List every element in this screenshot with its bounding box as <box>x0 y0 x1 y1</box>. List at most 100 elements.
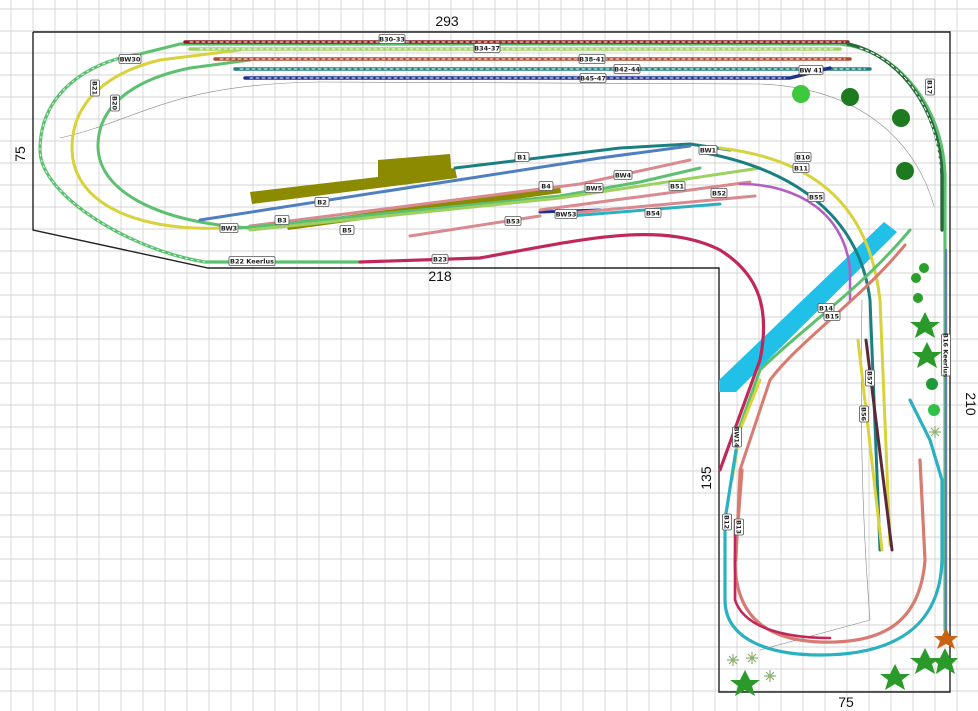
svg-text:BW30: BW30 <box>120 55 141 63</box>
guide-line-top <box>59 81 935 207</box>
label-b21: B21 <box>90 79 100 97</box>
label-b45-47: B45-47 <box>579 73 607 83</box>
bush-icon <box>911 263 940 416</box>
label-b13: B13 <box>734 518 744 536</box>
label-bw41: BW 41 <box>798 65 824 75</box>
svg-text:B20: B20 <box>111 96 119 110</box>
track-b52 <box>558 194 757 216</box>
label-b16: B16 Keerlus <box>941 333 951 377</box>
svg-text:B34-37: B34-37 <box>474 44 500 52</box>
track-b17-ties <box>859 47 941 171</box>
label-b42-44: B42-44 <box>613 64 641 74</box>
track-b13-loop <box>733 458 927 644</box>
tree-icon <box>896 162 914 180</box>
label-b10: B10 <box>794 152 812 162</box>
label-b15: B15 <box>823 311 841 321</box>
svg-text:B3: B3 <box>277 216 286 224</box>
track-b2 <box>198 144 692 222</box>
track-outer-loop-ties <box>39 53 206 263</box>
label-bw3: BW3 <box>219 223 239 233</box>
tree-icon <box>892 109 910 127</box>
label-bw14: BW14 <box>732 427 742 448</box>
svg-text:BW 41: BW 41 <box>799 66 823 74</box>
svg-text:BW14: BW14 <box>733 427 741 448</box>
dimension-bottom-width: 75 <box>838 694 854 710</box>
label-b11: B11 <box>792 163 810 173</box>
track-b11 <box>698 150 882 552</box>
svg-text:B11: B11 <box>794 164 808 172</box>
label-b3: B3 <box>274 215 290 225</box>
svg-text:B54: B54 <box>646 209 660 217</box>
svg-text:B16 Keerlus: B16 Keerlus <box>942 333 950 377</box>
platform-main <box>250 168 457 204</box>
label-b30-33: B30-33 <box>378 34 406 44</box>
svg-text:B12: B12 <box>723 515 731 529</box>
svg-text:B14: B14 <box>819 304 833 312</box>
svg-text:B53: B53 <box>506 217 520 225</box>
label-b56: B56 <box>859 405 869 423</box>
board-outline <box>32 31 951 693</box>
river <box>719 222 897 392</box>
svg-text:B13: B13 <box>735 520 743 534</box>
label-b34-37: B34-37 <box>473 43 501 53</box>
svg-text:B30-33: B30-33 <box>379 35 405 43</box>
track-second-loop <box>70 48 242 230</box>
label-b38-41: B38-41 <box>578 54 606 64</box>
svg-text:BW5: BW5 <box>586 184 603 192</box>
track-b5 <box>248 166 762 232</box>
dimension-left-depth: 75 <box>12 146 28 162</box>
fern-icon <box>727 426 941 682</box>
svg-text:B56: B56 <box>860 407 868 421</box>
label-b1: B1 <box>514 152 530 162</box>
tree-icon <box>841 88 859 106</box>
svg-text:B57: B57 <box>866 371 874 385</box>
track-b23 <box>358 233 766 472</box>
label-b51: B51 <box>668 181 686 191</box>
svg-text:B4: B4 <box>541 182 551 190</box>
svg-text:B5: B5 <box>342 226 352 234</box>
svg-text:B55: B55 <box>809 193 823 201</box>
label-b20: B20 <box>110 94 120 112</box>
guide-line-right <box>759 299 871 651</box>
track-b12-loop <box>723 398 944 657</box>
track-third-loop <box>96 58 252 230</box>
svg-text:BW4: BW4 <box>615 171 632 179</box>
svg-text:B42-44: B42-44 <box>614 65 640 73</box>
autumn-tree-icon <box>934 628 958 649</box>
label-b5: B5 <box>339 225 355 235</box>
track-b55 <box>738 182 852 302</box>
svg-text:B38-41: B38-41 <box>579 55 605 63</box>
track-b13-inner <box>733 518 832 640</box>
svg-text:B22 Keerlus: B22 Keerlus <box>230 257 274 265</box>
svg-text:B52: B52 <box>712 189 726 197</box>
svg-text:B17: B17 <box>926 80 934 94</box>
svg-text:BW1: BW1 <box>700 146 717 154</box>
svg-text:B51: B51 <box>670 182 684 190</box>
palm-icon <box>730 312 958 696</box>
label-b52: B52 <box>710 188 728 198</box>
dimension-top-width: 293 <box>435 13 459 29</box>
svg-text:B10: B10 <box>796 153 810 161</box>
svg-text:B21: B21 <box>91 81 99 95</box>
svg-text:B23: B23 <box>433 255 447 263</box>
track-b4 <box>248 158 692 228</box>
label-bw1: BW1 <box>698 145 718 155</box>
label-bw4: BW4 <box>613 170 633 180</box>
dimension-inner-height: 135 <box>698 466 714 490</box>
svg-text:B2: B2 <box>317 198 326 206</box>
label-b22: B22 Keerlus <box>228 256 276 266</box>
tree-icon <box>792 85 810 103</box>
label-b53: B53 <box>504 216 522 226</box>
svg-text:BW53: BW53 <box>556 210 577 218</box>
track-b51 <box>538 180 752 212</box>
label-b4: B4 <box>538 181 554 191</box>
label-bw5: BW5 <box>584 183 604 193</box>
dimension-right-height: 210 <box>963 392 978 416</box>
label-b12: B12 <box>722 513 732 531</box>
svg-text:B15: B15 <box>825 312 839 320</box>
label-b2: B2 <box>314 197 330 207</box>
track-b10 <box>718 146 892 547</box>
label-b57: B57 <box>865 369 875 387</box>
